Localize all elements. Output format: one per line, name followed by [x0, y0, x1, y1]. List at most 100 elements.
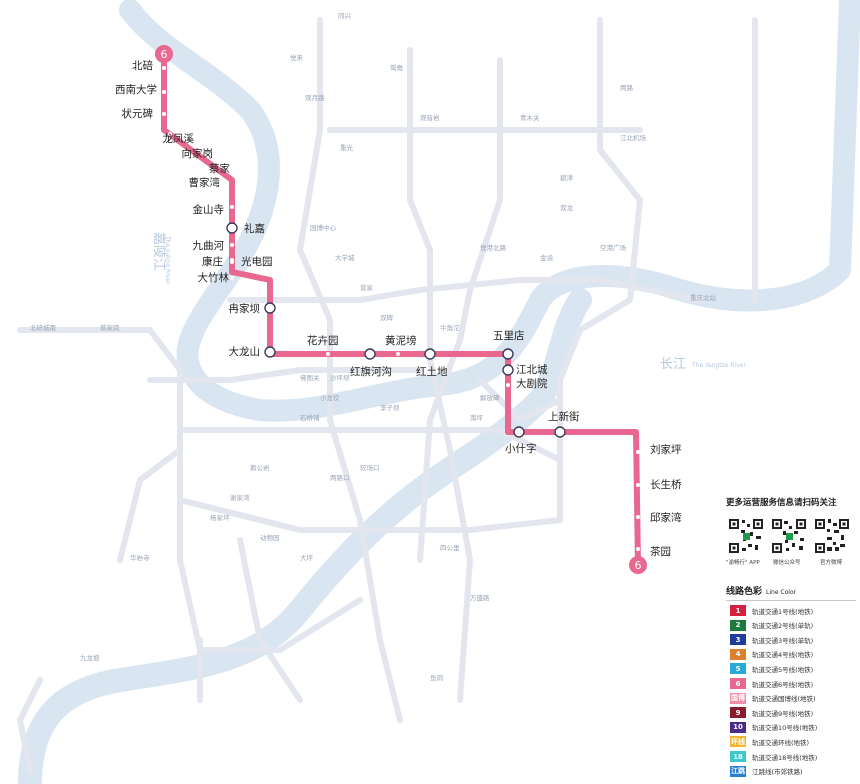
qr-caption-app: "渝畅行" APP — [726, 560, 760, 566]
station[interactable]: 刘家坪 — [636, 443, 682, 456]
station[interactable]: 黄泥塝 — [385, 334, 417, 356]
faint-station-label: 鸳鸯 — [390, 63, 404, 72]
transfer-station-dot — [502, 348, 514, 360]
faint-station-label: 石桥铺 — [300, 413, 320, 422]
faint-station-label: 蔡家岗 — [100, 323, 120, 332]
station[interactable]: 大龙山 — [229, 345, 276, 358]
station-label: 江北城 — [516, 364, 548, 376]
qr-code-wechat[interactable] — [771, 518, 807, 554]
station[interactable]: 金山寺 — [193, 203, 235, 216]
qr-icon — [814, 518, 850, 554]
station-label: 冉家坝 — [229, 302, 261, 315]
legend-item: 江跳江跳线(市郊铁路) — [730, 765, 803, 778]
faint-station-label: 青木关 — [520, 113, 540, 122]
faint-station-label: 双碑 — [380, 313, 394, 322]
station-label: 康庄 — [202, 255, 223, 268]
station-dot — [230, 260, 234, 264]
line-6-badge-top[interactable]: 6 — [155, 45, 173, 63]
station-dot — [162, 112, 166, 116]
station-label: 邱家湾 — [650, 511, 682, 524]
legend-item-label: 轨道交通环线(地铁) — [752, 738, 810, 747]
station-label: 小什字 — [505, 442, 537, 455]
legend-item-label: 轨道交通18号线(地铁) — [752, 753, 818, 762]
station[interactable]: 蔡家 — [202, 162, 230, 175]
faint-station-label: 观音岩 — [420, 113, 440, 122]
station-label: 五里店 — [493, 329, 525, 342]
badge-text: 6 — [161, 48, 168, 61]
line-color-swatch: 10 — [730, 721, 746, 733]
jialing-river-label: 嘉陵江 The Jialing River — [151, 232, 171, 285]
faint-station-label: 曾家 — [360, 283, 374, 292]
legend-item-label: 轨道交通国博线(地铁) — [752, 695, 816, 704]
legend-item-label: 轨道交通5号线(地铁) — [752, 665, 814, 674]
line-color-swatch: 5 — [730, 663, 746, 675]
legend-item-label: 轨道交通10号线(地铁) — [752, 724, 818, 733]
legend-item-label: 轨道交通6号线(地铁) — [752, 680, 814, 689]
station[interactable]: 西南大学 — [115, 83, 166, 96]
station-label: 状元碑 — [122, 107, 154, 120]
station[interactable]: 冉家坝 — [229, 302, 276, 315]
station[interactable]: 状元碑 — [122, 107, 167, 120]
station[interactable]: 曹家湾 — [189, 176, 225, 189]
station-dot — [636, 483, 640, 487]
qr-code-app[interactable] — [728, 518, 764, 554]
station-label: 向家岗 — [182, 147, 214, 160]
faint-station-label: 双龙 — [560, 203, 574, 212]
station[interactable]: 上新街 — [548, 410, 580, 438]
station[interactable]: 九曲河 — [193, 240, 235, 252]
station[interactable]: 花卉园 — [307, 334, 339, 356]
station[interactable]: 大剧院 — [506, 377, 548, 390]
station[interactable]: 礼嘉 — [226, 222, 265, 235]
faint-station-label: 碧津 — [560, 173, 574, 182]
qr-code-weibo[interactable] — [814, 518, 850, 554]
station[interactable]: 光电园 — [230, 255, 273, 268]
station-label: 龙凤溪 — [163, 132, 195, 145]
legend-title-cn: 线路色彩 — [726, 587, 763, 597]
faint-station-label: 观月路 — [305, 93, 325, 102]
faint-station-label: 金渝 — [540, 253, 554, 262]
faint-station-label: 动物园 — [260, 533, 280, 542]
station[interactable]: 江北城 — [502, 364, 548, 376]
station[interactable]: 大竹林 — [198, 271, 235, 284]
station[interactable]: 五里店 — [493, 329, 525, 360]
yangtze-cn: 长江 — [660, 357, 686, 372]
station-dot — [636, 547, 640, 551]
line-color-swatch: 3 — [730, 634, 746, 646]
station-label: 西南大学 — [115, 83, 157, 96]
station[interactable]: 北碚 — [132, 59, 166, 72]
station[interactable]: 龙凤溪 — [163, 132, 195, 145]
faint-station-label: 九龙坡 — [80, 653, 100, 662]
qr-caption-wechat: 微信公众号 — [773, 560, 801, 566]
faint-station-label: 重光 — [340, 143, 354, 152]
station-dot — [202, 164, 206, 168]
faint-station-label: 重庆北站 — [690, 293, 717, 302]
faint-station-label: 四公里 — [440, 544, 460, 552]
info-panel: 更多运营服务信息请扫码关注 — [726, 494, 860, 784]
station[interactable]: 红土地 — [416, 348, 448, 378]
faint-station-label: 北碚城南 — [30, 323, 57, 332]
station-label: 刘家坪 — [650, 443, 682, 456]
transfer-station-dot — [502, 364, 514, 376]
station[interactable]: 长生桥 — [636, 478, 682, 491]
station[interactable]: 茶园 — [636, 545, 671, 558]
station-label: 黄泥塝 — [385, 334, 417, 347]
station[interactable]: 向家岗 — [176, 147, 213, 160]
station-dot — [162, 90, 166, 94]
station[interactable]: 红旗河沟 — [350, 348, 392, 378]
transfer-station-dot — [554, 426, 566, 438]
faint-station-label: 悦港北路 — [480, 243, 507, 252]
faint-station-label: 悦来 — [290, 53, 304, 62]
station[interactable]: 小什字 — [505, 426, 537, 455]
line-color-swatch: 2 — [730, 619, 746, 631]
station-label: 九曲河 — [193, 240, 225, 252]
legend-item: 环线轨道交通环线(地铁) — [730, 735, 809, 748]
qr-title: 更多运营服务信息请扫码关注 — [726, 498, 837, 508]
station[interactable]: 邱家湾 — [636, 511, 682, 524]
line-6-badge-bottom[interactable]: 6 — [629, 556, 647, 574]
station-label: 金山寺 — [193, 203, 225, 216]
yangtze-en: The Yangtze River — [691, 362, 746, 369]
